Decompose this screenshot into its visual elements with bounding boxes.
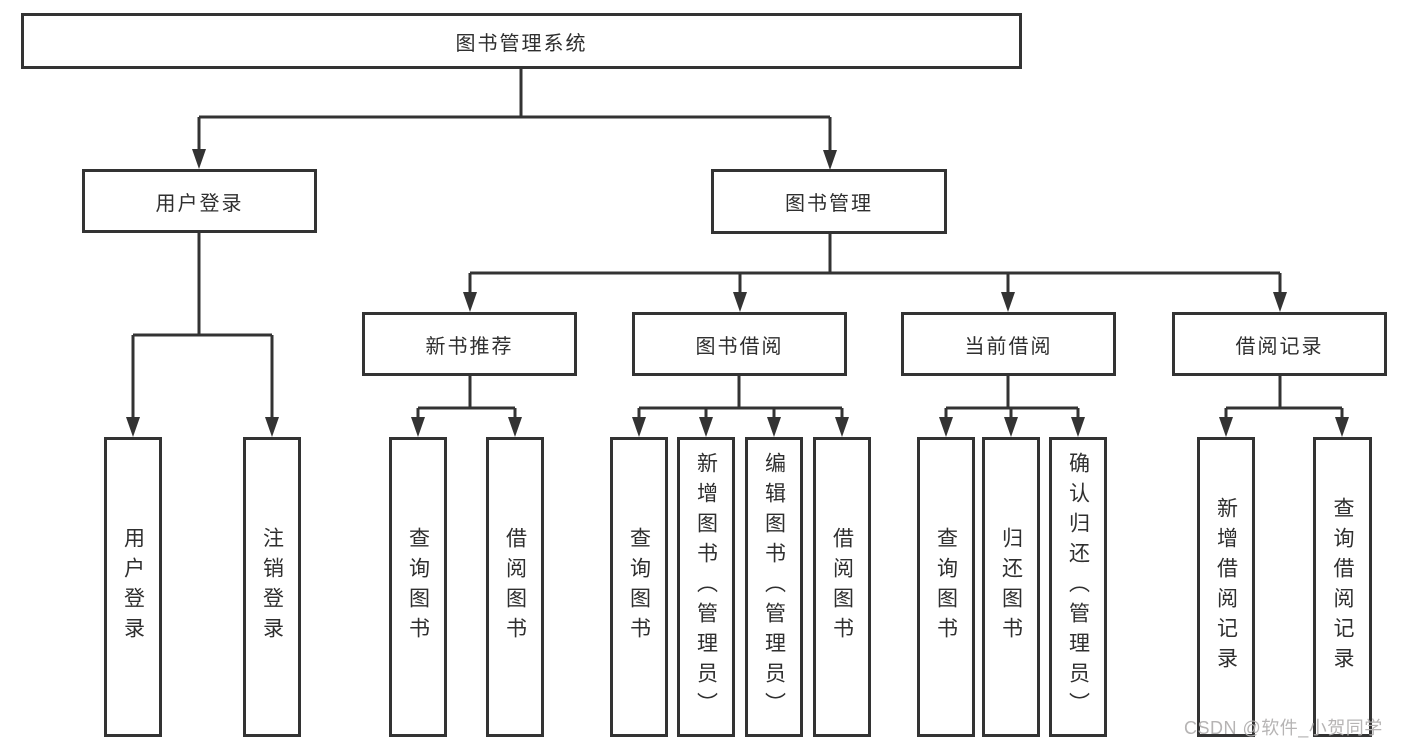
leaf-confirm-return-admin: 确认归还（管理员） (1049, 437, 1107, 737)
node-borrowing-records: 借阅记录 (1172, 312, 1387, 376)
leaf-add-borrow-record: 新增借阅记录 (1197, 437, 1255, 737)
leaf-label: 借阅图书 (503, 527, 527, 647)
node-root-library-system: 图书管理系统 (21, 13, 1022, 69)
csdn-watermark: CSDN @软件_小贺同学 (1184, 718, 1383, 738)
arrow-down-icon (767, 417, 781, 437)
arrow-down-icon (632, 417, 646, 437)
node-book-management: 图书管理 (711, 169, 947, 234)
node-label: 图书管理 (785, 193, 873, 215)
node-label: 当前借阅 (964, 335, 1053, 358)
leaf-edit-books-admin: 编辑图书（管理员） (745, 437, 803, 737)
leaf-label: 注销登录 (260, 527, 284, 647)
arrow-down-icon (192, 149, 206, 169)
leaf-label: 查询图书 (627, 527, 651, 647)
arrow-down-icon (835, 417, 849, 437)
arrow-down-icon (1001, 292, 1015, 312)
node-user-login: 用户登录 (82, 169, 317, 233)
node-label: 用户登录 (155, 192, 244, 215)
leaf-add-books-admin: 新增图书（管理员） (677, 437, 735, 737)
arrow-down-icon (939, 417, 953, 437)
node-label: 新书推荐 (425, 335, 514, 358)
leaf-borrow-books: 借阅图书 (813, 437, 871, 737)
arrow-down-icon (508, 417, 522, 437)
leaf-label: 用户登录 (121, 527, 145, 647)
arrow-down-icon (126, 417, 140, 437)
node-label: 图书借阅 (695, 335, 784, 358)
leaf-query-books-recommend: 查询图书 (389, 437, 447, 737)
leaf-query-borrow-record: 查询借阅记录 (1313, 437, 1372, 737)
arrow-down-icon (1335, 417, 1349, 437)
arrow-down-icon (733, 292, 747, 312)
leaf-logout-login: 注销登录 (243, 437, 301, 737)
leaf-label: 查询图书 (406, 527, 430, 647)
node-current-borrowing: 当前借阅 (901, 312, 1116, 376)
arrow-down-icon (823, 150, 837, 170)
arrow-down-icon (1071, 417, 1085, 437)
leaf-query-books-current: 查询图书 (917, 437, 975, 737)
node-label: 借阅记录 (1235, 335, 1324, 358)
arrow-down-icon (1219, 417, 1233, 437)
leaf-label: 新增图书（管理员） (694, 452, 718, 722)
leaf-borrow-books-recommend: 借阅图书 (486, 437, 544, 737)
arrow-down-icon (1004, 417, 1018, 437)
leaf-label: 查询图书 (934, 527, 958, 647)
leaf-label: 借阅图书 (830, 527, 854, 647)
leaf-label: 确认归还（管理员） (1066, 452, 1090, 722)
leaf-label: 归还图书 (999, 527, 1023, 647)
arrowhead-icons (126, 149, 1349, 437)
arrow-down-icon (411, 417, 425, 437)
connector-paths (131, 69, 1344, 424)
arrow-down-icon (463, 292, 477, 312)
arrow-down-icon (1273, 292, 1287, 312)
arrow-down-icon (699, 417, 713, 437)
leaf-return-books: 归还图书 (982, 437, 1040, 737)
node-new-book-recommend: 新书推荐 (362, 312, 577, 376)
arrow-down-icon (265, 417, 279, 437)
leaf-user-login: 用户登录 (104, 437, 162, 737)
leaf-label: 编辑图书（管理员） (762, 452, 786, 722)
leaf-label: 查询借阅记录 (1331, 497, 1354, 677)
node-book-borrowing: 图书借阅 (632, 312, 847, 376)
leaf-label: 新增借阅记录 (1214, 497, 1238, 677)
leaf-query-books-borrow: 查询图书 (610, 437, 668, 737)
node-label: 图书管理系统 (455, 32, 588, 55)
